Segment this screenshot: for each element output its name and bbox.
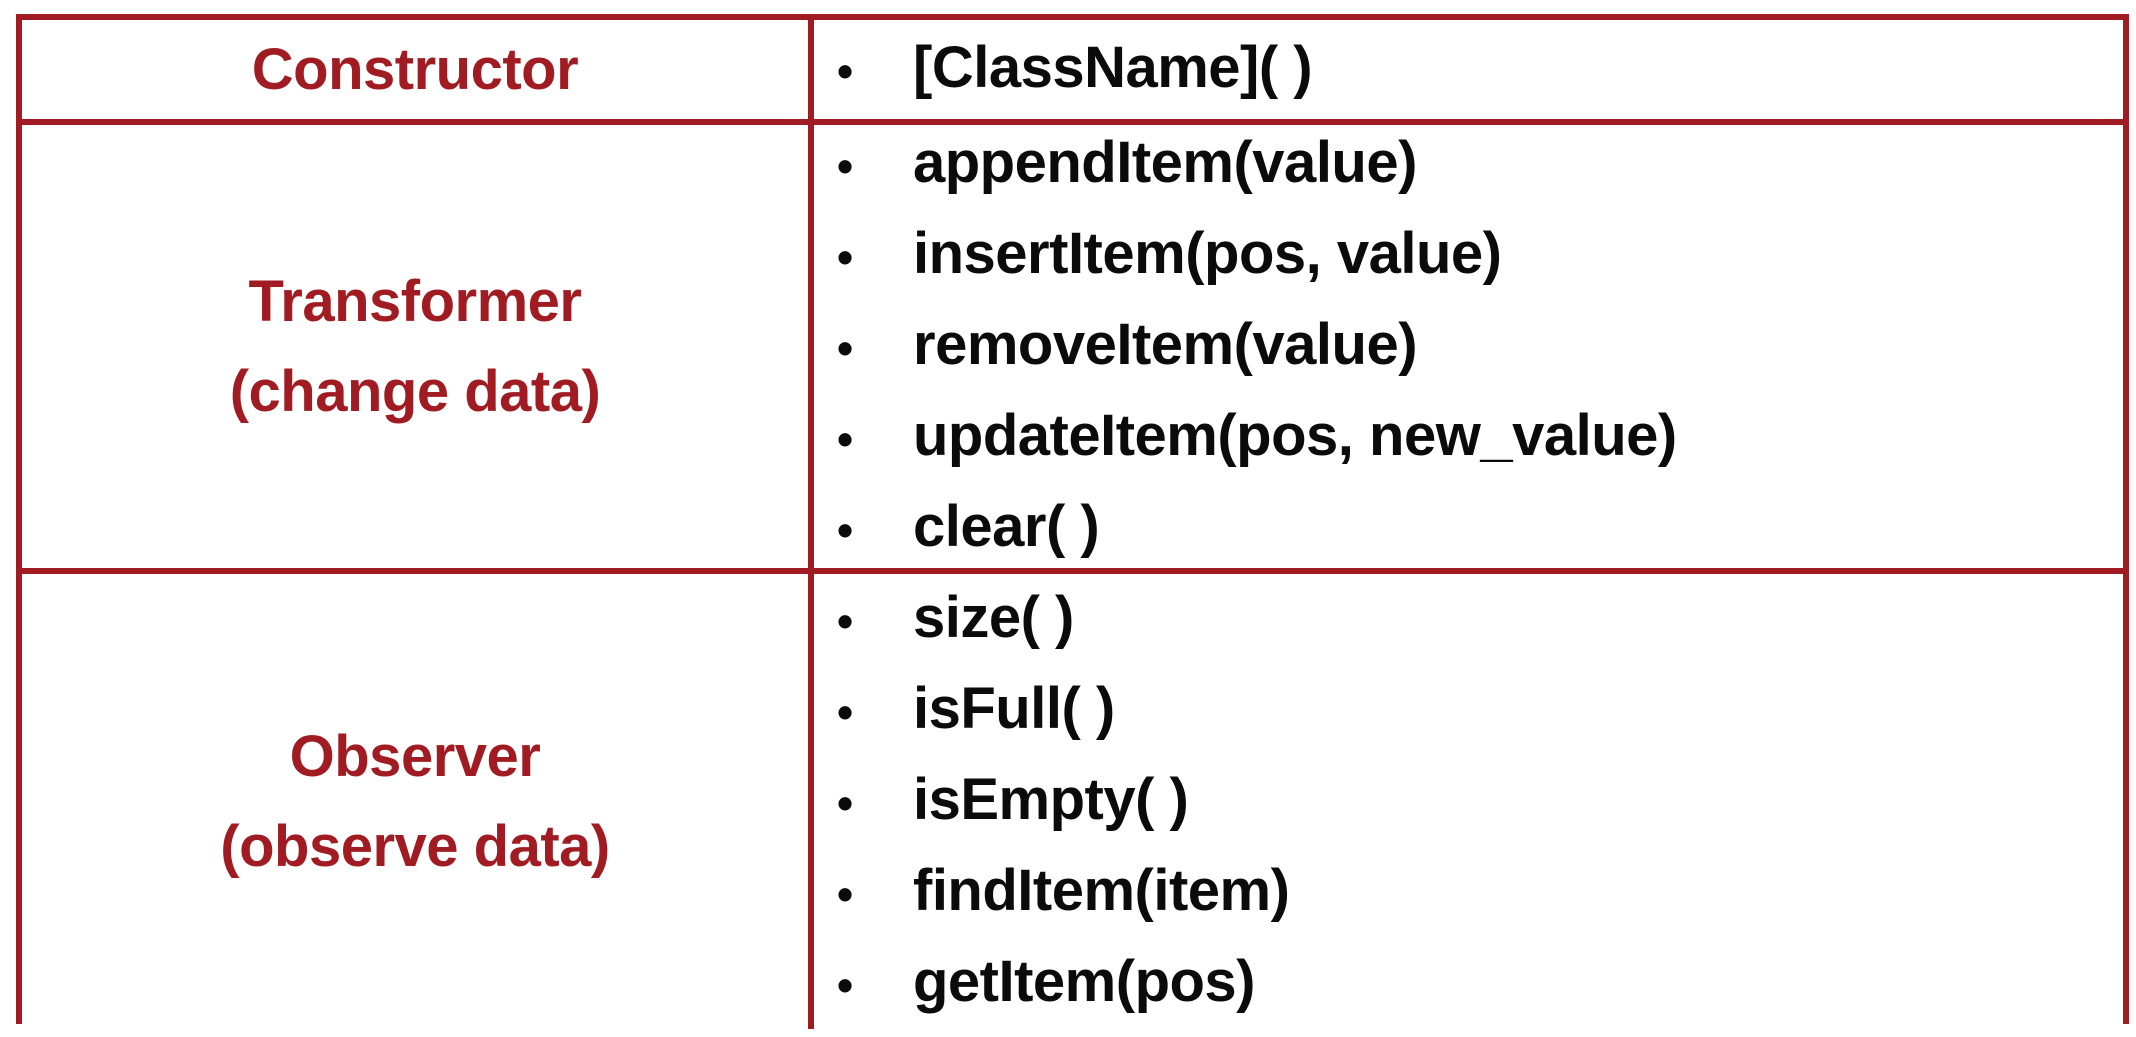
method-item: • isEmpty( ) — [837, 756, 2123, 847]
methods-cell-transformer: • appendItem(value) • insertItem(pos, va… — [814, 125, 2123, 574]
bullet-icon: • — [837, 504, 853, 556]
method-label: findItem(item) — [913, 858, 1290, 923]
bullet-icon: • — [837, 595, 853, 647]
method-item: • isFull( ) — [837, 665, 2123, 756]
method-label: [ClassName]( ) — [913, 35, 1313, 100]
method-item: • insertItem(pos, value) — [837, 210, 2123, 301]
bullet-icon: • — [837, 231, 853, 283]
bullet-icon: • — [837, 777, 853, 829]
bullet-icon: • — [837, 959, 853, 1011]
category-subtitle: (change data) — [229, 358, 601, 424]
method-item: • [ClassName]( ) — [837, 24, 2123, 115]
bullet-icon: • — [837, 413, 853, 465]
method-label: clear( ) — [913, 494, 1100, 559]
method-item: • updateItem(pos, new_value) — [837, 392, 2123, 483]
method-label: size( ) — [913, 585, 1074, 650]
bullet-icon: • — [837, 140, 853, 192]
method-item: • removeItem(value) — [837, 301, 2123, 392]
method-label: isFull( ) — [913, 676, 1115, 741]
category-cell-constructor: Constructor — [22, 20, 814, 125]
bullet-icon: • — [837, 868, 853, 920]
category-label: Transformer — [248, 268, 582, 334]
category-cell-transformer: Transformer (change data) — [22, 125, 814, 574]
method-label: updateItem(pos, new_value) — [913, 403, 1677, 468]
method-item: • appendItem(value) — [837, 119, 2123, 210]
methods-cell-observer: • size( ) • isFull( ) • isEmpty( ) • fin… — [814, 574, 2123, 1029]
methods-cell-constructor: • [ClassName]( ) — [814, 20, 2123, 125]
method-item: • clear( ) — [837, 483, 2123, 574]
method-item: • findItem(item) — [837, 847, 2123, 938]
method-label: isEmpty( ) — [913, 767, 1189, 832]
method-label: insertItem(pos, value) — [913, 221, 1502, 286]
method-item: • size( ) — [837, 574, 2123, 665]
method-label: removeItem(value) — [913, 312, 1418, 377]
method-item: • getItem(pos) — [837, 938, 2123, 1029]
category-subtitle: (observe data) — [220, 813, 610, 879]
category-label: Observer — [289, 723, 541, 789]
method-label: getItem(pos) — [913, 949, 1256, 1014]
method-label: appendItem(value) — [913, 130, 1417, 195]
category-label: Constructor — [251, 36, 579, 102]
bullet-icon: • — [837, 686, 853, 738]
bullet-icon: • — [837, 322, 853, 374]
bullet-icon: • — [837, 45, 853, 97]
adt-methods-table: Constructor • [ClassName]( ) Transformer… — [16, 14, 2129, 1029]
category-cell-observer: Observer (observe data) — [22, 574, 814, 1029]
